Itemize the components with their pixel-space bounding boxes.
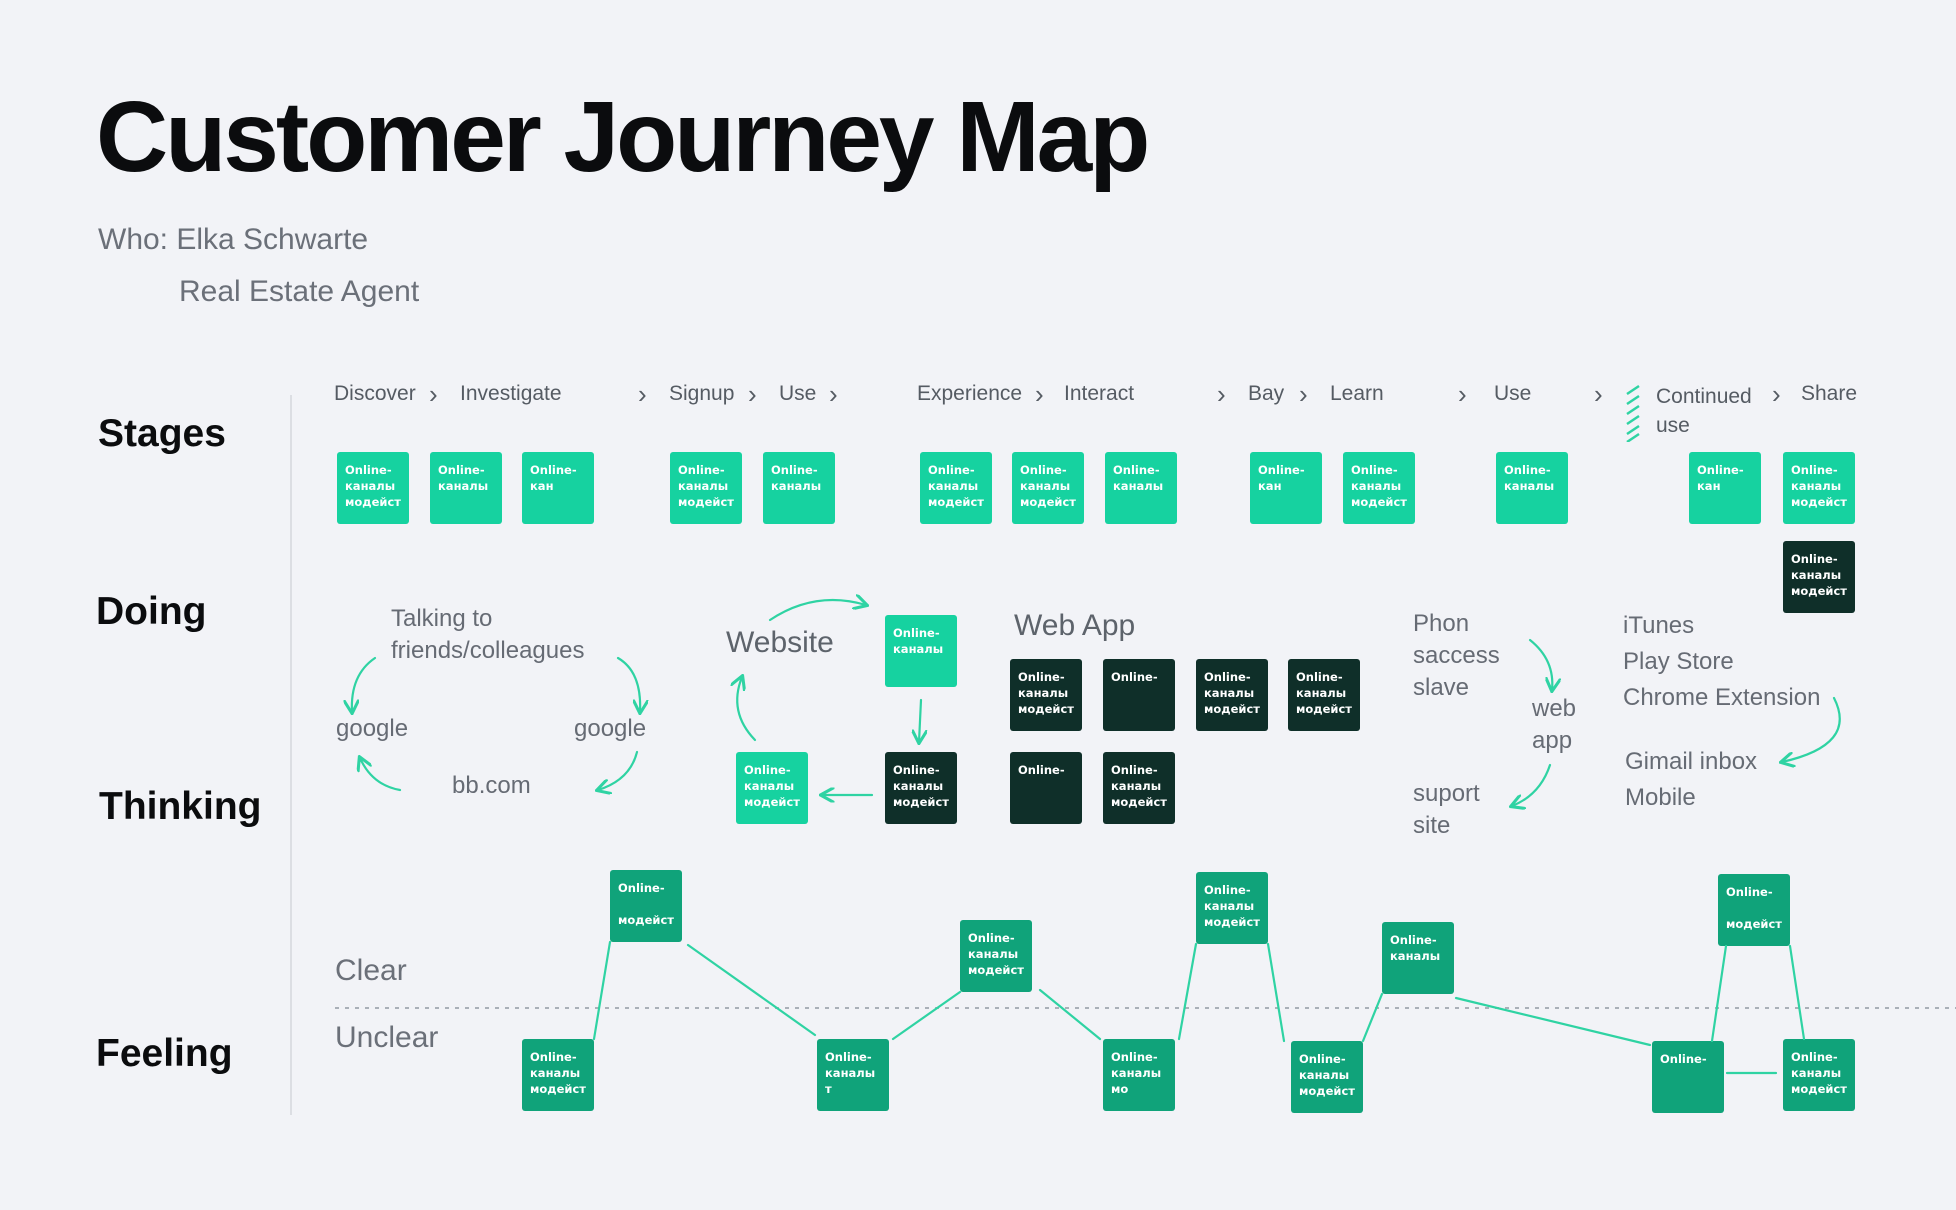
row-label-feeling: Feeling [96, 1032, 233, 1075]
web-app-card: Online- каналы модейст [1103, 752, 1175, 824]
website-label: Website [726, 626, 834, 659]
chevron-right-icon: › [829, 379, 838, 409]
feeling-card: Online- [1652, 1041, 1724, 1113]
web-app-card: Online- каналы модейст [1196, 659, 1268, 731]
stage-continued-use: Continued use [1656, 385, 1752, 437]
arrow-webapp-to-support [1512, 763, 1552, 806]
chevron-right-icon: › [1594, 379, 1603, 409]
app-stores-label: iTunes Play Store Chrome Extension [1623, 612, 1821, 711]
website-card: Online- каналы [885, 615, 957, 687]
arrow-website-to-top-card [768, 600, 866, 622]
stage-use: Use [779, 382, 817, 405]
website-card: Online- каналы модейст [885, 752, 957, 824]
stage-card: Online- кан [522, 452, 594, 524]
website-card: Online- каналы модейст [736, 752, 808, 824]
chevron-right-icon: › [1458, 379, 1467, 409]
row-label-doing: Doing [96, 590, 207, 633]
arrow-bright-card-to-website [737, 677, 757, 742]
feeling-card: Online- каналы модейст [1783, 1039, 1855, 1111]
chevron-right-icon: › [1299, 379, 1308, 409]
feeling-card: Online- каналы т [817, 1039, 889, 1111]
support-site-label: suport site [1413, 780, 1480, 839]
feeling-clear-label: Clear [335, 954, 407, 987]
persona-name: Who: Elka Schwarte [98, 223, 369, 256]
web-app-label: Web App [1014, 609, 1136, 642]
bb-com-label: bb.com [452, 772, 531, 799]
feeling-card: Online- каналы модейст [1291, 1041, 1363, 1113]
arrow-talking-to-google-right [616, 656, 640, 712]
row-divider [290, 395, 292, 1115]
stage-card: Online- каналы модейст [670, 452, 742, 524]
stage-experience: Experience [917, 382, 1023, 405]
stage-card: Online- каналы модейст [920, 452, 992, 524]
hatched-divider-icon [1626, 384, 1640, 442]
feeling-card: Online- каналы модейст [522, 1039, 594, 1111]
feeling-card: Online- каналы мо [1103, 1039, 1175, 1111]
chevron-right-icon: › [429, 379, 438, 409]
stage-use-2: Use [1494, 382, 1532, 405]
stage-card: Online- каналы модейст [1343, 452, 1415, 524]
phone-success-label: Phon saccess slave [1413, 610, 1500, 701]
arrow-talking-to-google-left [352, 656, 377, 712]
stage-investigate: Investigate [460, 382, 562, 405]
chevron-right-icon: › [748, 379, 757, 409]
stage-card: Online- кан [1250, 452, 1322, 524]
row-label-stages: Stages [98, 412, 226, 455]
chevron-right-icon: › [1035, 379, 1044, 409]
inbox-mobile-label: Gimail inbox Mobile [1625, 748, 1758, 811]
stage-bay: Bay [1248, 382, 1285, 405]
stage-card: Online- каналы [1105, 452, 1177, 524]
feeling-journey-line [592, 940, 1806, 1075]
stage-interact: Interact [1064, 382, 1135, 405]
web-app-card: Online- каналы модейст [1010, 659, 1082, 731]
arrow-top-card-to-dark-card [919, 698, 921, 742]
stage-card: Online- каналы [763, 452, 835, 524]
web-app-card: Online- [1010, 752, 1082, 824]
stage-card: Online- каналы [430, 452, 502, 524]
feeling-card: Online- каналы модейст [960, 920, 1032, 992]
chevron-right-icon: › [1772, 379, 1781, 409]
stage-card: Online- каналы модейст [1783, 452, 1855, 524]
arrow-google-right-to-bb [598, 750, 639, 790]
web-app-text-label: web app [1532, 695, 1577, 754]
stage-card: Online- кан [1689, 452, 1761, 524]
stage-card: Online- каналы [1496, 452, 1568, 524]
chevron-right-icon: › [1217, 379, 1226, 409]
google-label-left: google [336, 715, 409, 742]
feeling-card: Online- каналы [1382, 922, 1454, 994]
stage-card: Online- каналы модейст [1012, 452, 1084, 524]
stage-card: Online- каналы модейст [1783, 541, 1855, 613]
feeling-card: Online- модейст [610, 870, 682, 942]
web-app-card: Online- каналы модейст [1288, 659, 1360, 731]
chevron-right-icon: › [638, 379, 647, 409]
persona-role: Real Estate Agent [179, 275, 420, 308]
stage-signup: Signup [669, 382, 735, 405]
stage-share: Share [1801, 382, 1858, 405]
feeling-card: Online- каналы модейст [1196, 872, 1268, 944]
stage-card: Online- каналы модейст [337, 452, 409, 524]
google-label-right: google [574, 715, 647, 742]
talking-to-friends-label: Talking to friends/colleagues [391, 605, 585, 664]
stage-discover: Discover [334, 382, 416, 405]
page-title: Customer Journey Map [96, 81, 1150, 193]
arrow-phone-to-webapp [1528, 638, 1552, 690]
feeling-unclear-label: Unclear [335, 1021, 439, 1054]
arrow-bb-to-google-left [360, 758, 402, 792]
feeling-card: Online- модейст [1718, 874, 1790, 946]
stage-learn: Learn [1330, 382, 1384, 405]
row-label-thinking: Thinking [99, 785, 262, 828]
web-app-card: Online- [1103, 659, 1175, 731]
